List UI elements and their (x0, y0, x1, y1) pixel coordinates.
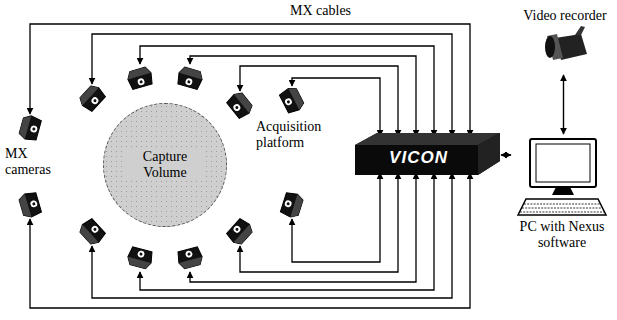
mx-cable (292, 173, 380, 262)
mx-camera (77, 217, 106, 247)
mx-cable (30, 24, 470, 136)
mx-camera (18, 114, 42, 142)
node-label: PC with Nexus software (512, 219, 612, 251)
pc-workstation: PC with Nexus software (512, 135, 612, 251)
mx-camera (77, 83, 106, 113)
vicon-box: VICON (355, 133, 500, 175)
cable-label: MX cables (288, 3, 353, 19)
mx-cable (240, 173, 398, 272)
mx-camera (280, 191, 304, 219)
mx-camera (18, 191, 42, 219)
mx-camera (225, 90, 254, 120)
capture-volume: Capture Volume (103, 103, 227, 227)
video-recorder: Video recorder (515, 8, 615, 74)
mx-camera (126, 66, 154, 90)
camera-label: MX cameras (3, 146, 59, 178)
data-link (563, 75, 564, 134)
node-label: VICON (389, 150, 448, 166)
mx-cable (30, 173, 470, 308)
mx-camera (225, 217, 254, 247)
mx-camera (176, 246, 204, 270)
platform-label: Acquisition platform (254, 119, 334, 151)
node-label: Video recorder (515, 8, 615, 24)
node-label: Capture Volume (126, 149, 204, 181)
mx-camera (279, 85, 306, 115)
mx-cable (190, 173, 416, 282)
data-link (501, 154, 511, 155)
mx-camera (126, 246, 154, 270)
mx-camera (176, 66, 204, 90)
pc-icon (512, 135, 612, 219)
camcorder-icon (515, 24, 615, 74)
